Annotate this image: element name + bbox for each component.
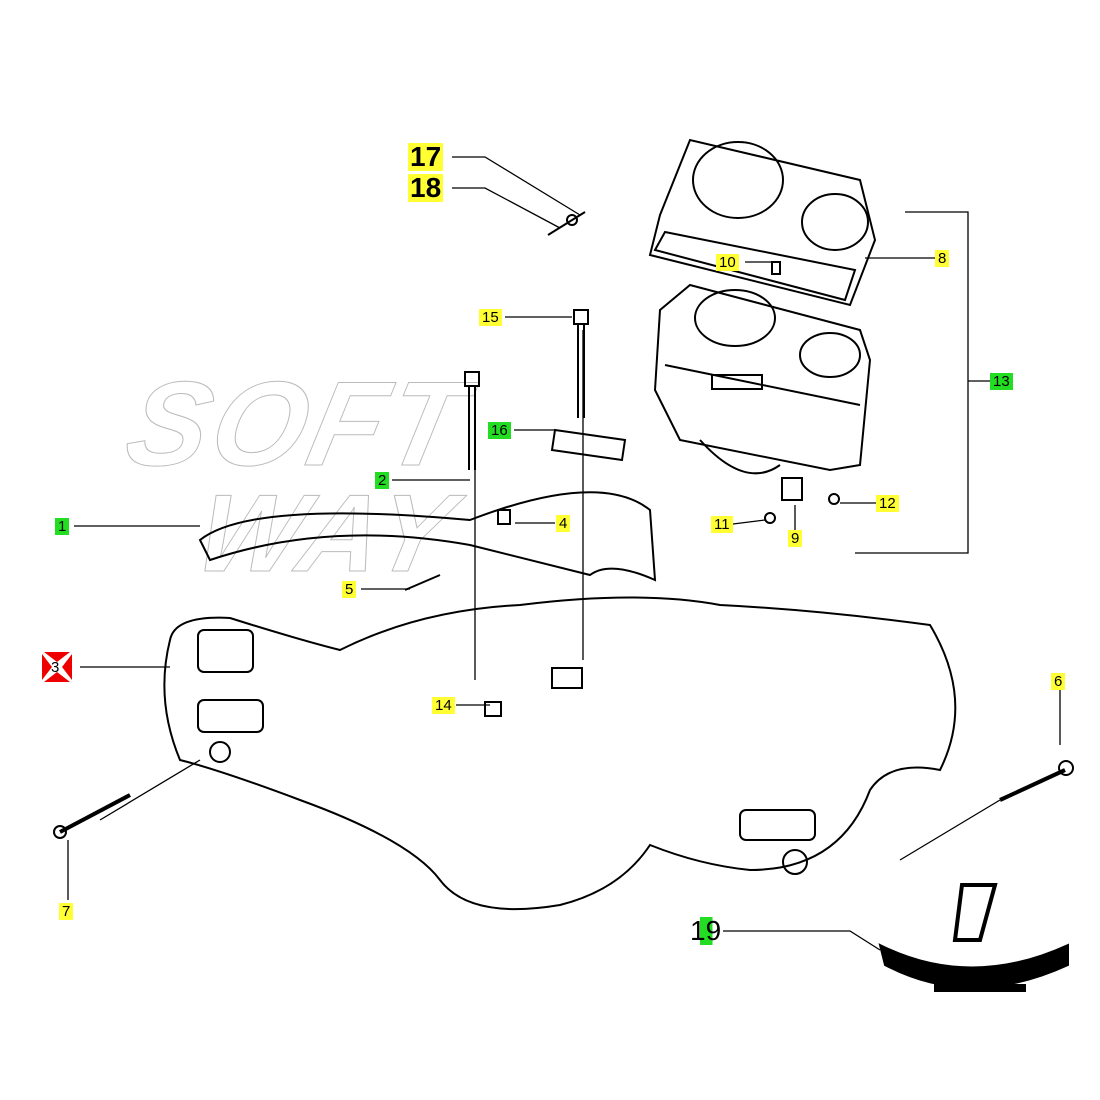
callout-16[interactable]: 16 — [488, 422, 511, 439]
switch-left-upper — [197, 629, 254, 673]
screw-17-18 — [547, 211, 586, 236]
callout-7[interactable]: 7 — [59, 903, 74, 920]
callout-4[interactable]: 4 — [556, 515, 571, 532]
decal-19 — [878, 883, 1069, 992]
trim-1 — [198, 491, 657, 582]
selected-marker-icon — [40, 650, 74, 684]
callout-18[interactable]: 18 — [408, 172, 444, 203]
handlebar-shield — [163, 596, 957, 911]
switch-right — [739, 809, 816, 841]
callout-8[interactable]: 8 — [935, 250, 950, 267]
callout-14[interactable]: 14 — [432, 697, 455, 714]
instrument-panel — [653, 283, 872, 475]
callout-15[interactable]: 15 — [479, 309, 502, 326]
callout-3[interactable]: 3 — [51, 659, 60, 676]
screw-5 — [404, 574, 441, 591]
bulb-11 — [764, 512, 776, 524]
callout-1[interactable]: 1 — [55, 518, 70, 535]
clip-14 — [484, 701, 502, 717]
clip-14a — [551, 667, 583, 689]
sticker-16 — [550, 428, 627, 462]
callout-6[interactable]: 6 — [1051, 673, 1066, 690]
leader-lines — [67, 156, 1061, 951]
screw-7 — [59, 793, 131, 834]
callout-10[interactable]: 10 — [716, 254, 739, 271]
callout-12[interactable]: 12 — [876, 495, 899, 512]
bulb-12 — [828, 493, 840, 505]
clip-4 — [497, 509, 511, 525]
callout-2[interactable]: 2 — [375, 472, 390, 489]
screw-6 — [999, 768, 1066, 802]
callout-5[interactable]: 5 — [342, 581, 357, 598]
callout-17[interactable]: 17 — [408, 141, 444, 172]
callout-13[interactable]: 13 — [990, 373, 1013, 390]
switch-left-lower — [197, 699, 264, 733]
callout-9[interactable]: 9 — [788, 530, 803, 547]
part-9 — [781, 477, 803, 501]
bolts — [464, 309, 589, 470]
callout-11[interactable]: 11 — [711, 516, 733, 533]
instrument-cover — [648, 138, 877, 307]
callout-19[interactable]: 19 — [688, 915, 724, 946]
